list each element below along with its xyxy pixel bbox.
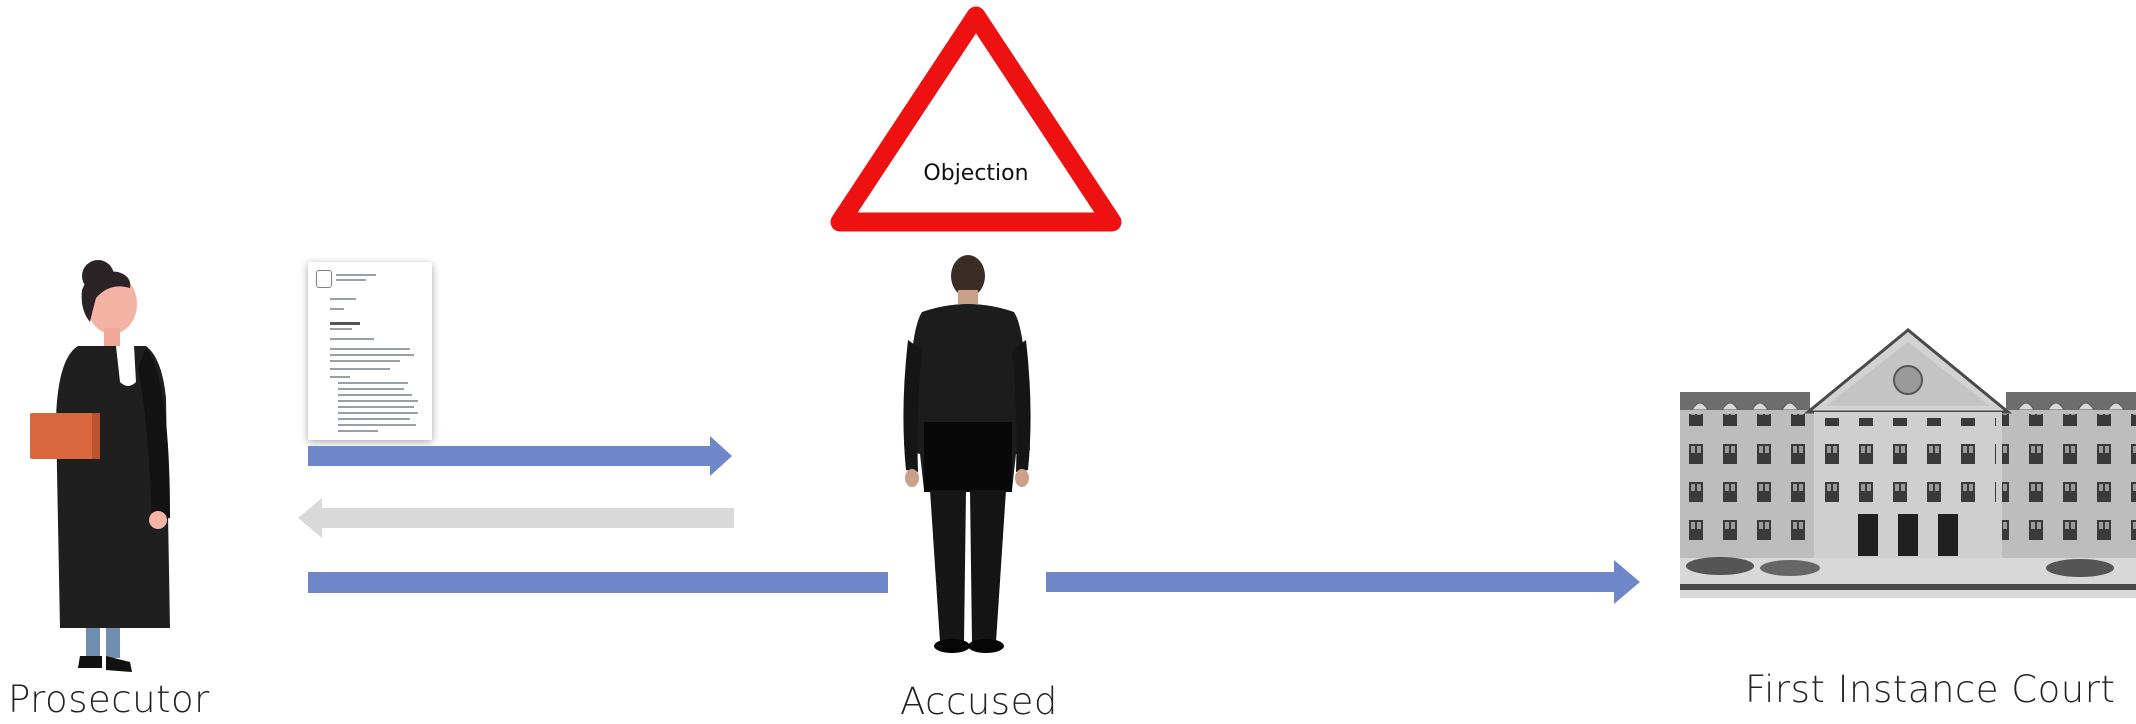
accused-label: Accused	[900, 680, 1058, 723]
arrow-returned-to-prosecutor	[298, 498, 734, 538]
objection-warning-sign	[830, 6, 1122, 232]
prosecutor-label: Prosecutor	[8, 678, 210, 721]
objection-label: Objection	[923, 161, 1029, 186]
accused-figure	[903, 255, 1031, 653]
indictment-document	[308, 262, 432, 440]
document-crest-icon	[316, 270, 332, 288]
court-building-image	[1680, 322, 2136, 598]
arrow-prosecutor-to-accused	[308, 436, 732, 476]
court-label: First Instance Court	[1745, 668, 2116, 711]
arrow-prosecutor-to-court-part1	[308, 572, 888, 593]
arrow-prosecutor-to-court-part2	[1046, 560, 1640, 604]
prosecutor-figure	[30, 260, 170, 672]
